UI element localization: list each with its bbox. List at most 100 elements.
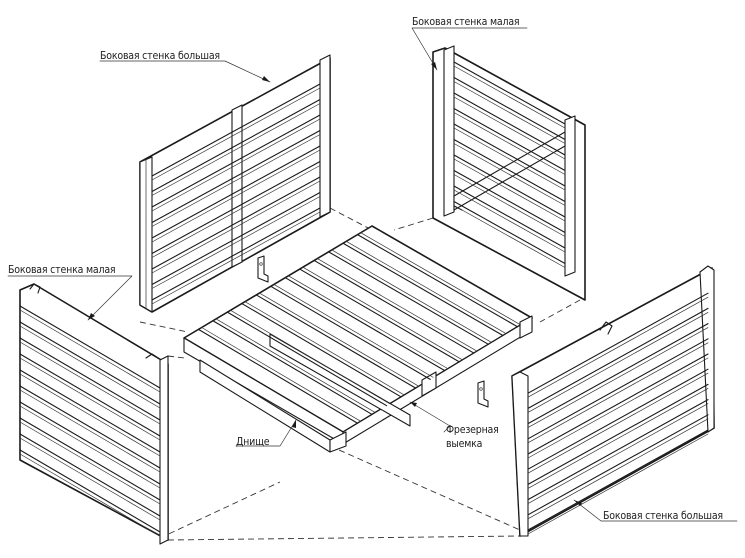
wall-slat — [151, 160, 321, 255]
deck-board-groove — [273, 283, 434, 378]
wall-slat-edge — [453, 127, 566, 191]
wall-slat — [453, 138, 566, 203]
deck-board-edge — [241, 302, 402, 398]
leader-lines — [7, 27, 738, 522]
deck-board-groove — [258, 292, 420, 387]
wall-slat-edge — [19, 437, 161, 521]
deck-board-edge — [313, 259, 475, 354]
wall-slat-edge — [151, 211, 321, 305]
wall-slat-edge — [151, 180, 321, 274]
wall-slat-edge — [19, 453, 161, 537]
wall-slat — [19, 305, 161, 389]
wall-slat — [151, 83, 321, 177]
deck-board-edge — [299, 268, 460, 363]
wall-slat-edge — [527, 433, 709, 535]
wall-slat — [453, 200, 566, 265]
wall-slat — [527, 399, 709, 501]
wall-slat-edge — [19, 389, 161, 473]
wall-slat — [527, 307, 709, 409]
wall-slat-edge — [453, 81, 566, 144]
deck-board-groove — [302, 266, 463, 361]
wall-slat-edge — [453, 189, 566, 253]
wall-slat — [19, 433, 161, 517]
wall-slat-edge — [19, 405, 161, 489]
deck-board-groove — [201, 327, 361, 422]
wall-slat-edge — [453, 158, 566, 222]
wall-slat — [453, 154, 566, 218]
deck-board-groove — [331, 249, 492, 343]
wall-slat — [527, 353, 709, 455]
wall-slat-edge — [527, 403, 709, 504]
deck-board-groove — [360, 232, 521, 326]
wall-slat-edge — [19, 357, 161, 441]
wall-slat — [151, 191, 321, 286]
label-side-wall-small-left: Боковая стенка малая — [8, 264, 116, 276]
wall-slat — [453, 76, 566, 141]
wall-slat — [453, 169, 566, 234]
deck-board-edge — [342, 242, 504, 337]
wall-slat-edge — [527, 342, 709, 444]
label-side-wall-large-top: Боковая стенка большая — [100, 50, 220, 62]
wall-slat — [527, 383, 709, 485]
wall-slat — [151, 176, 321, 270]
wall-slat — [453, 185, 566, 249]
wall-slat-edge — [19, 309, 161, 393]
wall-slat — [19, 353, 161, 437]
deck-board-groove — [215, 318, 376, 413]
deck-board-edge — [270, 285, 431, 380]
deck-board-groove — [345, 240, 507, 334]
wall-slat — [527, 338, 709, 440]
wall-slat-edge — [151, 196, 321, 289]
wall-slat-edge — [151, 103, 321, 196]
wall-slat-edge — [527, 372, 709, 474]
wall-slat — [527, 292, 709, 394]
side-wall-large-back — [139, 54, 331, 313]
wall-slat-edge — [19, 373, 161, 457]
deck-board-groove — [316, 258, 478, 352]
wall-slat-edge — [453, 65, 566, 129]
deck-board-groove — [244, 301, 405, 396]
deck-board-groove — [230, 309, 390, 405]
label-groove-line2: выемка — [446, 438, 483, 450]
label-side-wall-small-top: Боковая стенка малая — [412, 16, 520, 28]
wall-slat-edge — [527, 296, 709, 398]
wall-slat — [453, 123, 566, 187]
wall-slat-edge — [527, 312, 709, 413]
bracket-right — [477, 380, 489, 408]
deck-board-edge — [284, 277, 446, 372]
wall-slat — [527, 429, 709, 531]
wall-slat — [151, 114, 321, 208]
wall-slat — [19, 417, 161, 501]
wall-slat — [453, 92, 566, 156]
deck-board-edge — [356, 234, 519, 328]
wall-slat-edge — [453, 174, 566, 237]
wall-slat — [19, 449, 161, 533]
wall-slat-edge — [453, 143, 566, 206]
deck-board-edge — [212, 320, 373, 416]
label-bottom: Днище — [236, 436, 270, 448]
wall-slat-edge — [453, 112, 566, 175]
deck-board-edge — [226, 311, 388, 407]
wall-slat — [19, 385, 161, 469]
wall-slat-edge — [527, 327, 709, 428]
wall-slat — [151, 207, 321, 301]
wall-slat-edge — [453, 205, 566, 268]
side-wall-large-front — [511, 265, 715, 537]
wall-slat-edge — [527, 418, 709, 520]
deck-board-groove — [287, 275, 449, 369]
wall-slat-edge — [151, 87, 321, 181]
wall-slat-edge — [151, 118, 321, 212]
wall-slat — [527, 323, 709, 425]
wall-slat-edge — [453, 96, 566, 160]
wall-slat-edge — [151, 165, 321, 258]
wall-slat — [151, 129, 321, 224]
label-side-wall-large-bottom: Боковая стенка большая — [603, 510, 723, 522]
wall-slat — [527, 368, 709, 470]
wall-slat-edge — [151, 134, 321, 227]
deck-board-edge — [328, 251, 489, 345]
wall-slat — [151, 98, 321, 193]
wall-slat — [453, 61, 566, 125]
wall-slat — [151, 145, 321, 239]
bracket-left — [257, 255, 269, 283]
